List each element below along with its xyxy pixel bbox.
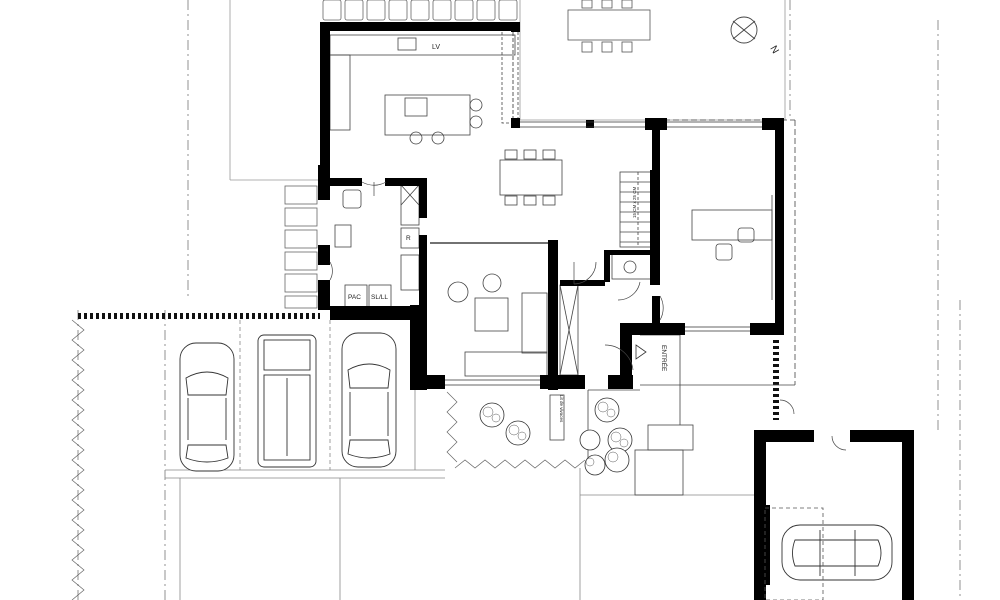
label-heat-pump: PAC <box>348 294 361 301</box>
label-entrance: ENTRÉE <box>660 345 669 372</box>
label-stair-note: 15 CM x 25 CM <box>632 186 637 218</box>
label-laundry-sink: LV <box>432 44 440 51</box>
windows <box>445 32 762 386</box>
north-label: N <box>767 44 780 56</box>
north-arrow-icon <box>730 16 758 44</box>
side-steps <box>284 185 318 309</box>
car-2 <box>257 334 317 468</box>
entrance-arrow-icon <box>635 344 647 360</box>
label-fridge: R <box>406 235 411 242</box>
property-lines <box>77 0 961 600</box>
label-washer-dryer: SL/LL <box>371 294 388 301</box>
deck-boards <box>322 0 518 21</box>
car-1 <box>179 342 235 472</box>
walls <box>318 22 914 600</box>
door-swings <box>329 181 847 451</box>
shrub-texture <box>482 401 629 467</box>
fence <box>78 313 779 420</box>
garage-door-outline <box>764 507 824 600</box>
car-3 <box>341 332 397 468</box>
hedges <box>71 319 586 600</box>
patio-table <box>567 0 651 53</box>
label-planter: Lit de vivaces <box>559 395 564 423</box>
garage-car <box>781 524 893 581</box>
interior-lines <box>329 27 796 496</box>
parking-lot <box>165 320 760 600</box>
